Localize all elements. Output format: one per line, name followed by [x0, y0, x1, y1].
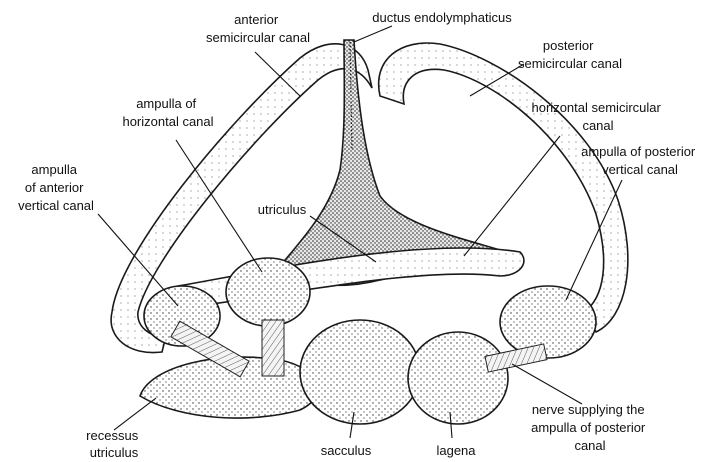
label-sacculus: sacculus: [321, 443, 372, 458]
ampulla-posterior-shape: [500, 286, 596, 358]
label-ampulla-horizontal: ampulla of horizontal canal: [122, 96, 213, 129]
label-posterior-canal: posterior semicircular canal: [518, 38, 622, 71]
label-nerve-supplying: nerve supplying the ampulla of posterior…: [531, 402, 649, 453]
label-anterior-canal: anterior semicircular canal: [206, 12, 310, 45]
ampulla-horizontal-shape: [226, 258, 310, 326]
nerve-bundle-horizontal: [262, 320, 284, 376]
label-ductus-endolymphaticus: ductus endolymphaticus: [372, 10, 512, 25]
sacculus-shape: [300, 320, 420, 424]
label-lagena: lagena: [436, 443, 476, 458]
label-recessus-utriculus: recessus utriculus: [86, 428, 142, 460]
label-utriculus: utriculus: [258, 202, 307, 217]
lagena-shape: [408, 332, 508, 424]
label-ampulla-anterior: ampulla of anterior vertical canal: [18, 162, 94, 213]
posterior-canal-shape: [379, 43, 628, 332]
